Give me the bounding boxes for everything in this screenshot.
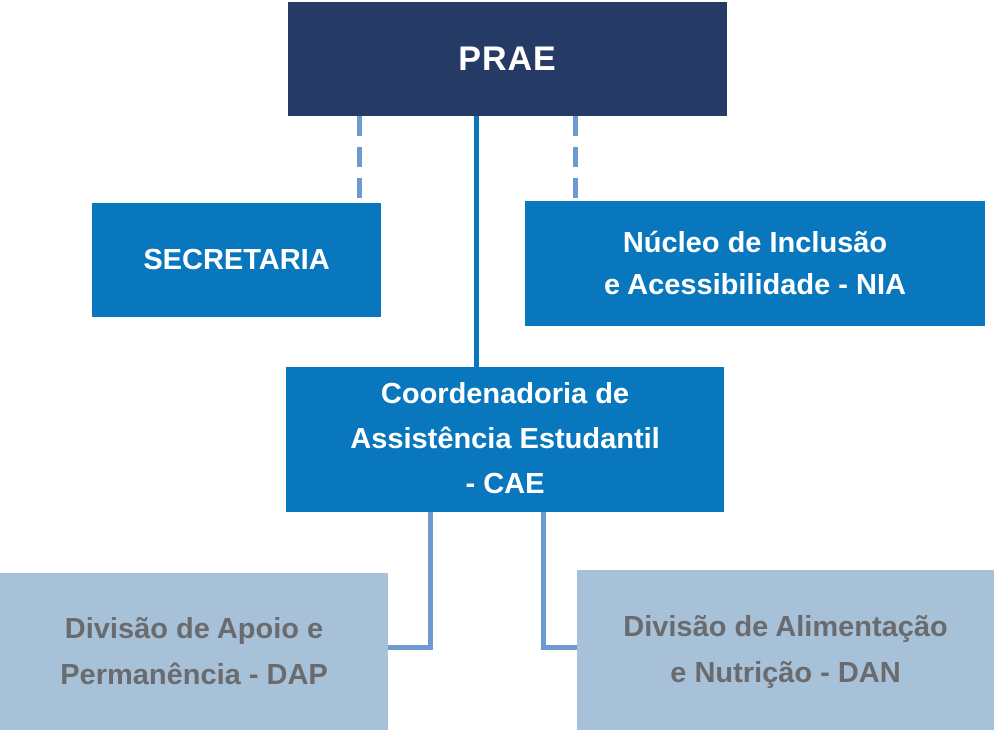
node-nia-label: Núcleo de Inclusão e Acessibilidade - NI… xyxy=(604,222,906,306)
node-nia: Núcleo de Inclusão e Acessibilidade - NI… xyxy=(525,201,985,326)
node-cae-label-line3: - CAE xyxy=(465,468,545,500)
node-secretaria-label: SECRETARIA xyxy=(143,243,330,276)
connector-cae-dap-vertical xyxy=(428,512,433,650)
node-cae-label: Coordenadoria de Assistência Estudantil … xyxy=(350,372,659,507)
node-dan: Divisão de Alimentação e Nutrição - DAN xyxy=(577,570,994,730)
node-dap-label: Divisão de Apoio e Permanência - DAP xyxy=(60,606,328,698)
node-cae-label-line2: Assistência Estudantil xyxy=(350,423,660,455)
node-prae: PRAE xyxy=(288,2,727,116)
connector-prae-cae xyxy=(474,116,479,367)
connector-cae-dan-vertical xyxy=(541,512,546,650)
node-cae-label-line1: Coordenadoria de xyxy=(380,378,630,410)
node-cae: Coordenadoria de Assistência Estudantil … xyxy=(286,367,724,512)
node-dap-label-line2: Permanência - DAP xyxy=(60,658,328,691)
node-dan-label-line1: Divisão de Alimentação xyxy=(623,611,948,643)
node-nia-label-line1: Núcleo de Inclusão xyxy=(622,226,888,259)
connector-prae-secretaria xyxy=(357,116,362,203)
node-dap-label-line1: Divisão de Apoio e xyxy=(64,612,324,645)
node-prae-label: PRAE xyxy=(458,39,557,78)
node-nia-label-line2: e Acessibilidade - NIA xyxy=(604,268,906,301)
connector-prae-nia xyxy=(573,116,578,201)
connector-cae-dap-horizontal xyxy=(388,645,433,650)
node-dan-label: Divisão de Alimentação e Nutrição - DAN xyxy=(623,604,947,696)
node-secretaria: SECRETARIA xyxy=(92,203,381,317)
node-dap: Divisão de Apoio e Permanência - DAP xyxy=(0,573,388,730)
node-dan-label-line2: e Nutrição - DAN xyxy=(670,657,901,689)
connector-cae-dan-horizontal xyxy=(541,645,577,650)
